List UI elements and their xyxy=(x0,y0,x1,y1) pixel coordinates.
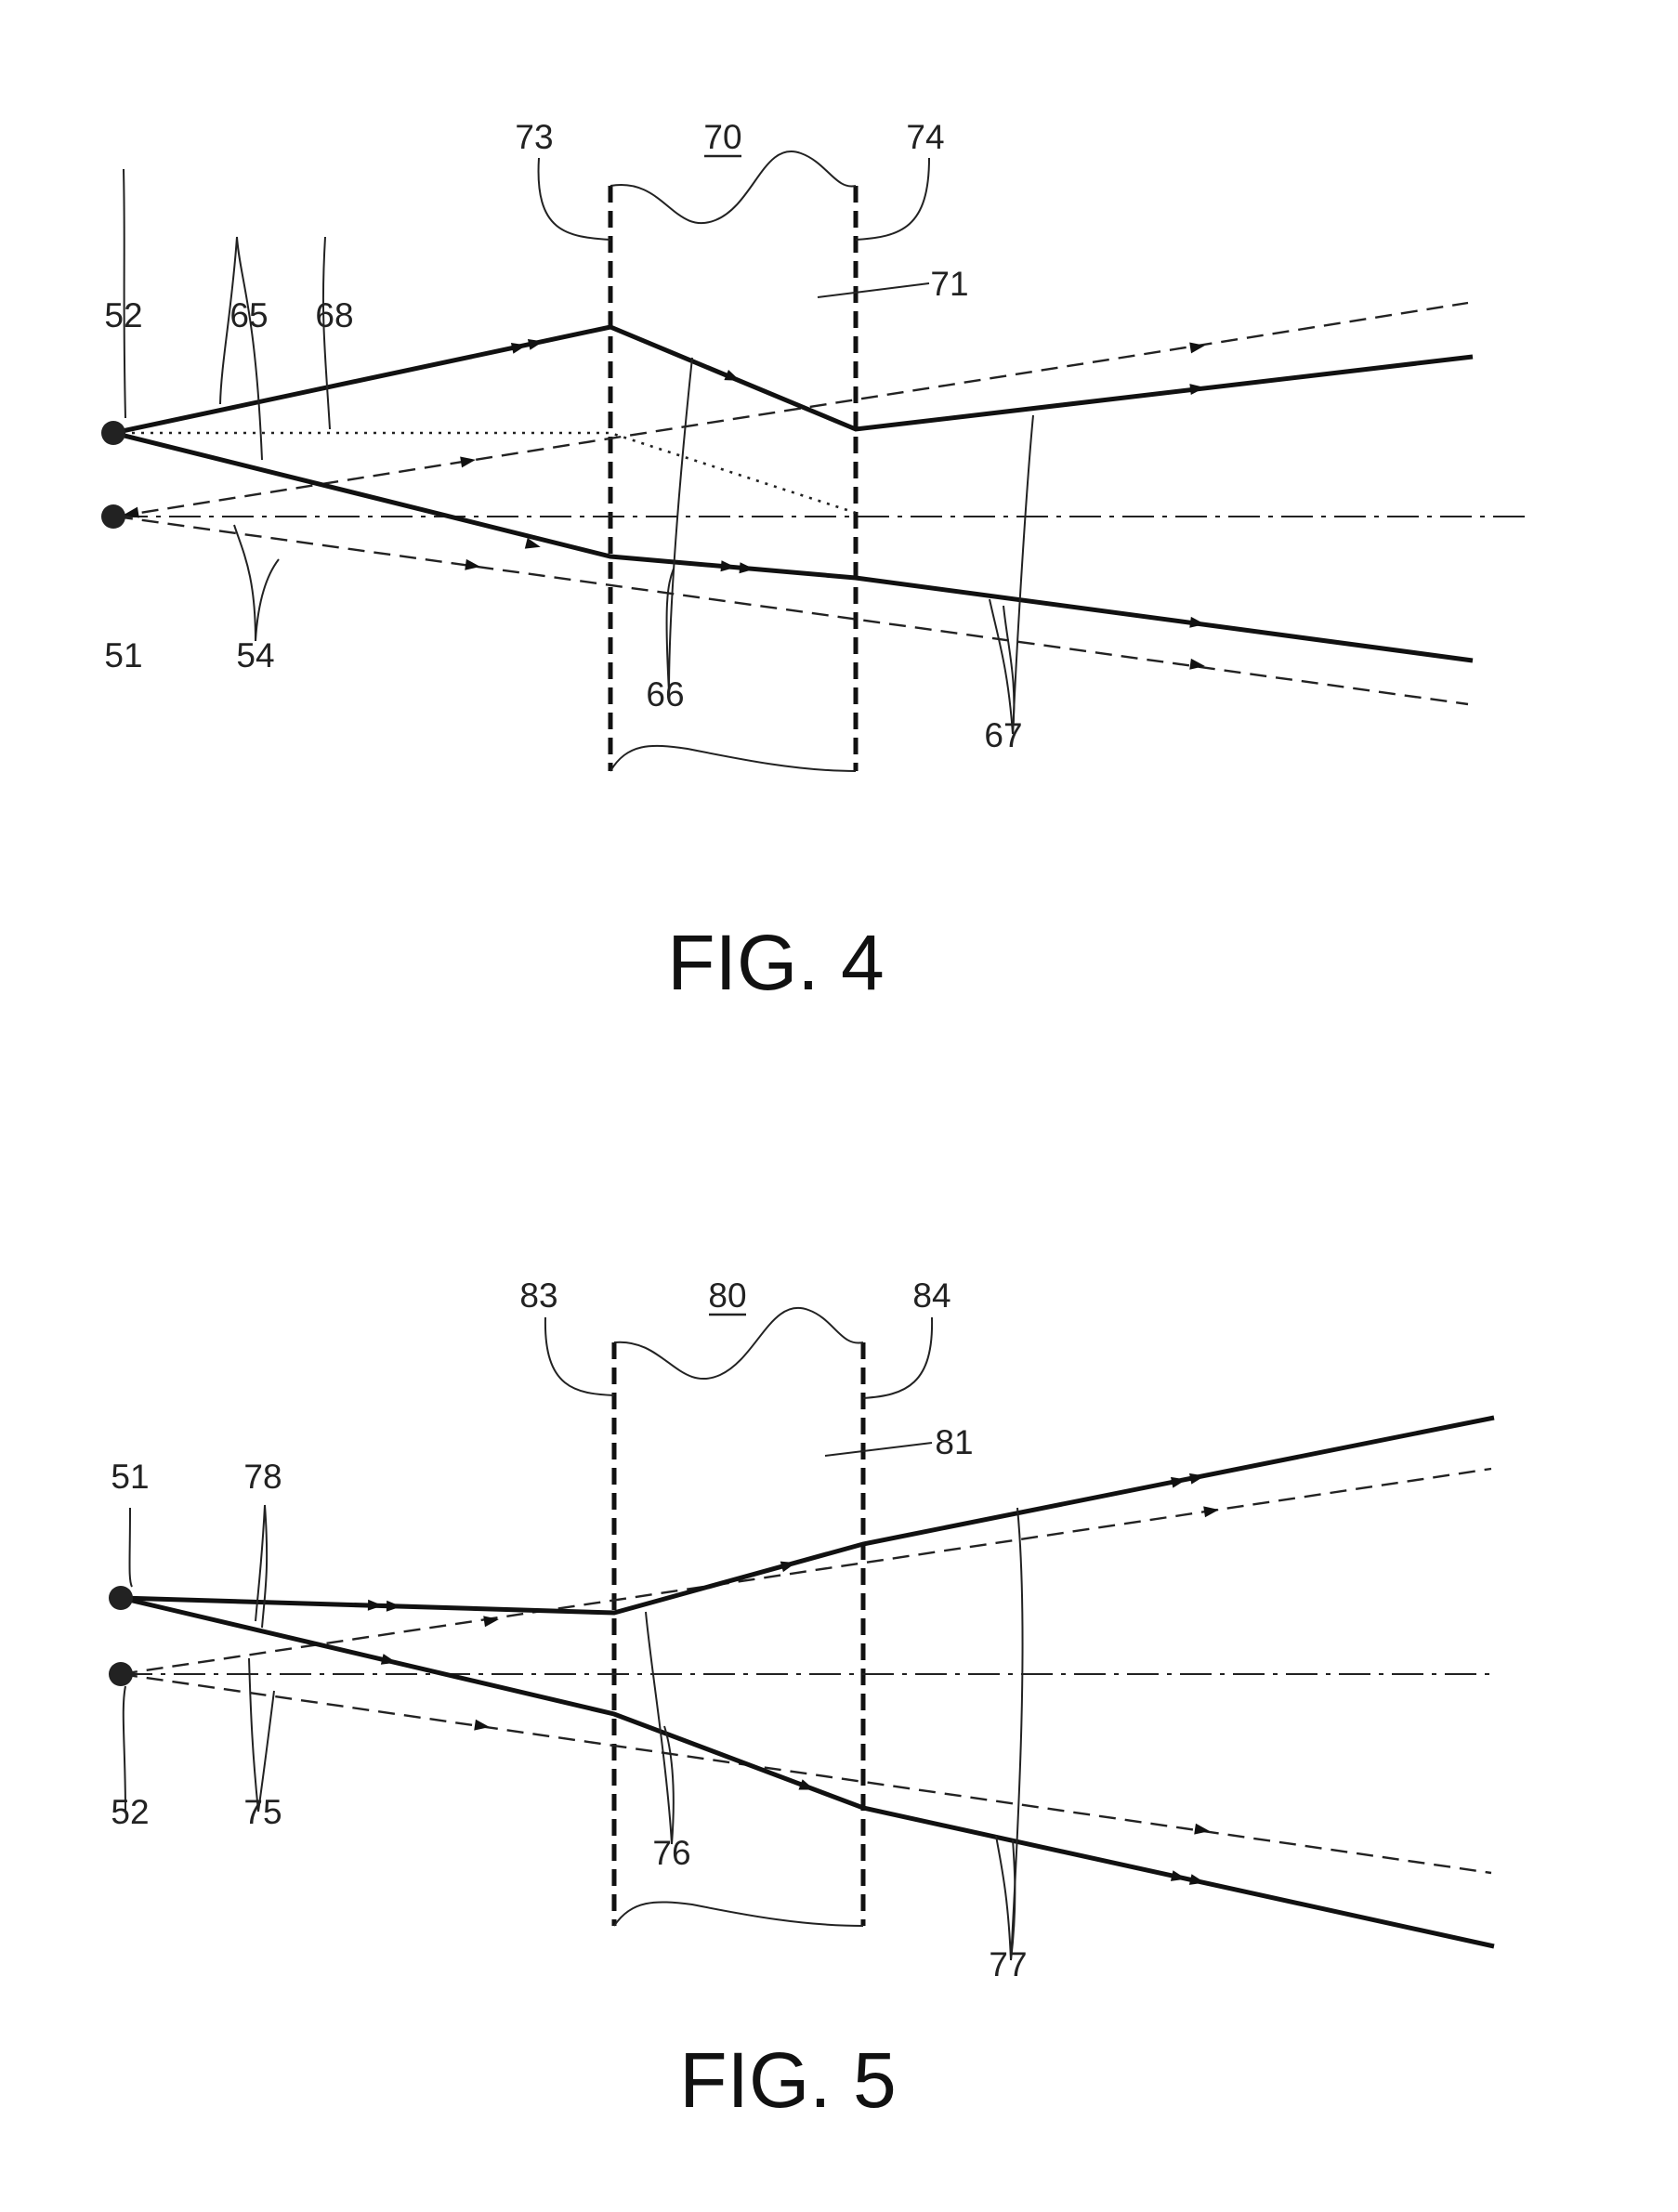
fig5-label-81: 81 xyxy=(935,1423,973,1461)
fig4-label-70: 70 xyxy=(703,118,741,156)
fig5-label-75: 75 xyxy=(243,1793,282,1831)
fig4-label-73: 73 xyxy=(515,118,553,156)
fig5-plate-bottom-break xyxy=(614,1902,863,1926)
fig4-label-68: 68 xyxy=(315,296,353,334)
fig4-dotted-ray-68 xyxy=(113,433,856,513)
fig4-label-51: 51 xyxy=(104,636,142,674)
fig4-caption: FIG. 4 xyxy=(667,919,884,1006)
fig5-label-78: 78 xyxy=(243,1458,282,1496)
fig4-label-65: 65 xyxy=(229,296,268,334)
fig4-label-66: 66 xyxy=(646,675,684,713)
fig5-label-84: 84 xyxy=(912,1276,950,1315)
figure-4: 73 70 74 71 52 65 68 51 54 66 67 FIG. 4 xyxy=(101,118,1533,1006)
fig5-source-52 xyxy=(109,1662,133,1686)
fig4-solid-ray-lower xyxy=(113,433,1473,661)
fig4-solid-ray-upper xyxy=(113,327,1473,433)
fig4-label-74: 74 xyxy=(906,118,944,156)
fig5-label-83: 83 xyxy=(519,1276,557,1315)
fig5-label-51: 51 xyxy=(111,1458,149,1496)
fig5-dashed-ray-lower xyxy=(121,1674,1491,1873)
fig4-label-67: 67 xyxy=(984,716,1022,754)
fig4-source-51 xyxy=(101,504,125,529)
fig5-label-77: 77 xyxy=(989,1945,1027,1983)
fig5-label-76: 76 xyxy=(652,1834,690,1872)
fig5-dashed-ray-upper xyxy=(121,1469,1491,1674)
fig5-solid-ray-upper xyxy=(121,1418,1494,1613)
fig4-label-54: 54 xyxy=(236,636,274,674)
fig4-label-52: 52 xyxy=(104,296,142,334)
fig4-source-52 xyxy=(101,421,125,445)
fig5-arrowheads xyxy=(368,1471,1220,1889)
fig5-label-52: 52 xyxy=(111,1793,149,1831)
fig5-leader-lines xyxy=(124,1317,1023,1960)
fig5-caption: FIG. 5 xyxy=(679,2036,896,2124)
fig5-solid-ray-lower xyxy=(121,1598,1494,1946)
fig5-label-80: 80 xyxy=(708,1276,746,1315)
fig4-plate-top-break xyxy=(610,151,856,223)
fig5-plate-top-break xyxy=(614,1308,863,1379)
fig4-arrowheads xyxy=(123,336,1206,672)
fig4-plate-bottom-break xyxy=(610,746,856,771)
figure-5: 83 80 84 81 51 78 52 75 76 77 FIG. 5 xyxy=(109,1276,1494,2124)
fig4-label-71: 71 xyxy=(930,265,968,303)
fig4-dashed-ray-lower xyxy=(116,517,1468,704)
fig5-source-51 xyxy=(109,1586,133,1610)
